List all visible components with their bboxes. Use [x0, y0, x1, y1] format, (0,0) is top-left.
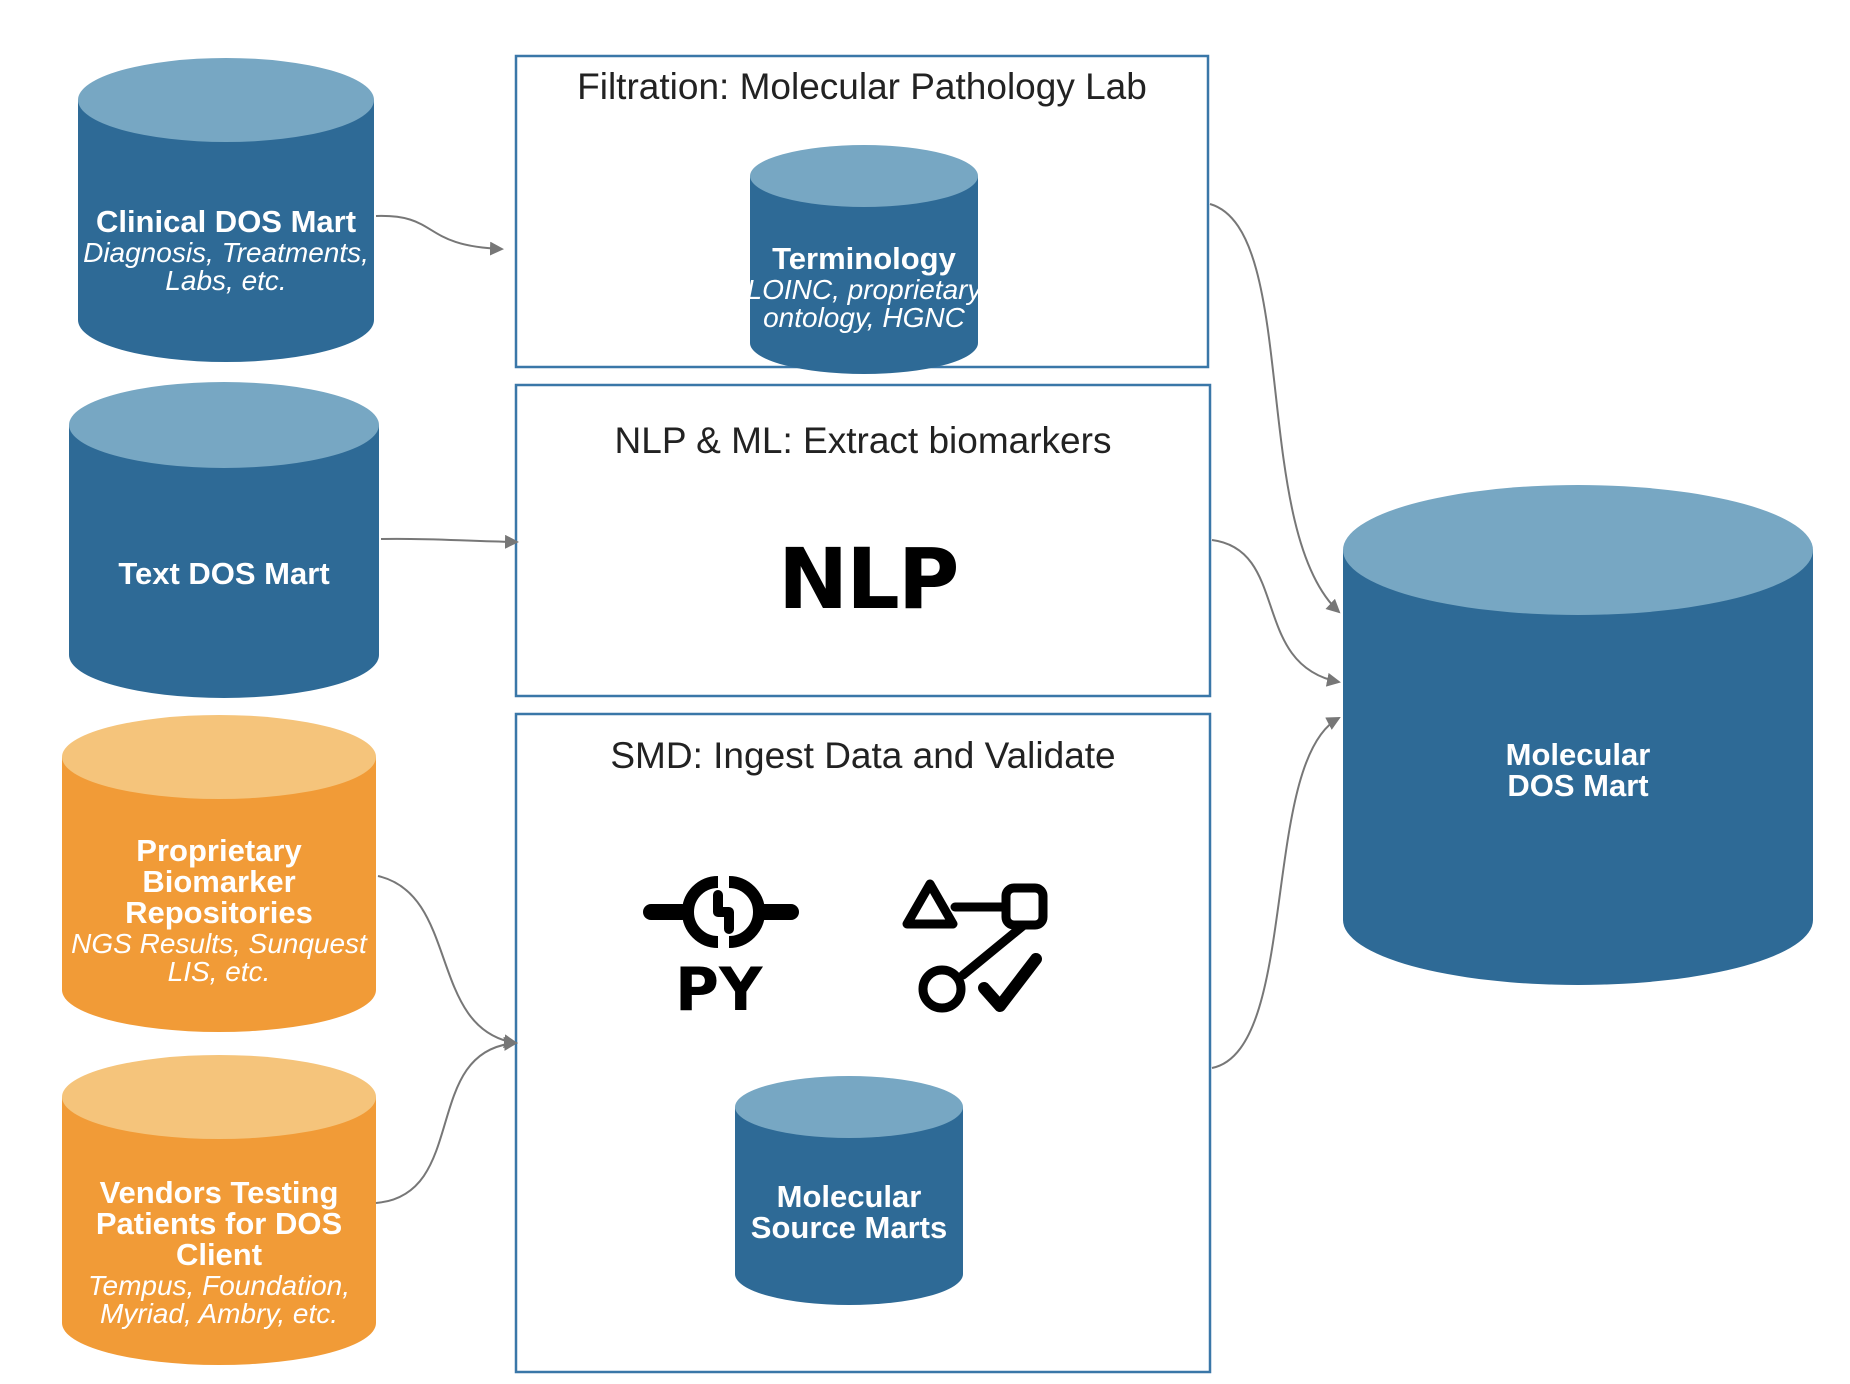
clinical-dos-mart-label: Clinical DOS Mart Diagnosis, Treatments,… — [78, 200, 374, 300]
vendors-testing-title: Vendors Testing Patients for DOS Client — [95, 1174, 343, 1272]
terminology-cylinder — [750, 145, 978, 374]
nlp-box-title: NLP & ML: Extract biomarkers — [614, 420, 1112, 461]
molecular-dos-mart-cylinder — [1343, 485, 1813, 985]
proprietary-biomarker-label: Proprietary Biomarker Repositories NGS R… — [56, 835, 382, 986]
clinical-dos-mart-title: Clinical DOS Mart — [95, 203, 357, 239]
proprietary-biomarker-title: Proprietary Biomarker Repositories — [125, 832, 313, 930]
filtration-box-title: Filtration: Molecular Pathology Lab — [577, 66, 1147, 107]
workflow-validate-icon — [902, 879, 1048, 1013]
nlp-text-icon: NLP — [778, 530, 959, 628]
molecular-source-marts-title: Molecular Source Marts — [750, 1179, 948, 1245]
arrow-text-to-nlp — [380, 534, 519, 549]
text-dos-mart-label: Text DOS Mart — [69, 550, 379, 596]
python-py-text: PY — [675, 955, 763, 1025]
arrow-nlp-to-target — [1211, 539, 1341, 687]
molecular-dos-mart-title: Molecular DOS Mart — [1505, 737, 1651, 803]
arrow-filtration-to-target — [1209, 203, 1341, 614]
arrow-vendors-to-smd — [375, 1036, 518, 1204]
terminology-label: Terminology LOINC, proprietary ontology,… — [742, 242, 986, 332]
molecular-dos-mart-label: Molecular DOS Mart — [1343, 730, 1813, 810]
vendors-testing-label: Vendors Testing Patients for DOS Client … — [62, 1167, 376, 1337]
molecular-source-marts-cylinder — [735, 1076, 963, 1305]
terminology-title: Terminology — [772, 240, 956, 276]
vendors-testing-subtitle: Tempus, Foundation, Myriad, Ambry, etc. — [87, 1269, 351, 1329]
nlp-ml-box — [514, 383, 1212, 698]
arrow-smd-to-target — [1211, 717, 1341, 1069]
terminology-subtitle: LOINC, proprietary ontology, HGNC — [746, 273, 982, 333]
python-pipeline-icon — [643, 876, 799, 948]
text-dos-mart-cylinder — [69, 382, 379, 698]
arrow-clinical-to-filtration — [375, 214, 504, 256]
arrow-proprietary-to-smd — [377, 875, 518, 1049]
molecular-source-marts-label: Molecular Source Marts — [735, 1172, 963, 1252]
clinical-dos-mart-cylinder — [78, 58, 374, 362]
clinical-dos-mart-subtitle: Diagnosis, Treatments, Labs, etc. — [83, 236, 369, 296]
proprietary-biomarker-cylinder — [62, 715, 376, 1032]
connector-lines — [375, 203, 1341, 1204]
vendors-testing-cylinder — [62, 1055, 376, 1365]
text-dos-mart-title: Text DOS Mart — [118, 555, 330, 591]
smd-box-title: SMD: Ingest Data and Validate — [610, 735, 1116, 776]
proprietary-biomarker-subtitle: NGS Results, Sunquest LIS, etc. — [71, 927, 367, 987]
